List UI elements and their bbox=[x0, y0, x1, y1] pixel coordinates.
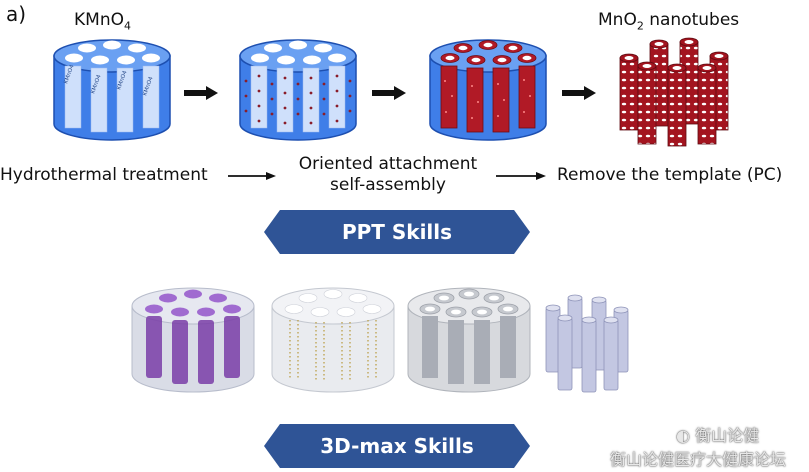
step-label-oriented: Oriented attachment self-assembly bbox=[288, 154, 488, 196]
mno2-label-prefix: MnO bbox=[598, 10, 637, 30]
arrow-right-icon bbox=[372, 86, 406, 100]
ppt-skills-label: PPT Skills bbox=[341, 220, 453, 244]
process-arrow-icon bbox=[228, 172, 276, 180]
render-nanotubes bbox=[545, 294, 629, 393]
watermark-account: ◐ 衡山论健 bbox=[676, 422, 759, 446]
step-label-oriented-line2: self-assembly bbox=[330, 175, 446, 195]
ppt-skills-banner: PPT Skills bbox=[264, 210, 530, 254]
step-label-oriented-line1: Oriented attachment bbox=[298, 154, 478, 174]
template-cylinder-filled bbox=[429, 39, 547, 141]
kmno4-label-sub: 4 bbox=[123, 19, 131, 33]
step-label-remove-template: Remove the template (PC) bbox=[557, 165, 783, 185]
arrow-right-icon bbox=[184, 86, 218, 100]
3d-max-skills-label: 3D-max Skills bbox=[320, 434, 474, 458]
3d-max-skills-banner: 3D-max Skills bbox=[264, 424, 530, 468]
mno2-label-sub: 2 bbox=[636, 19, 644, 33]
process-arrow-icon bbox=[496, 172, 546, 180]
render-cylinder-grey bbox=[407, 287, 531, 393]
render-cylinder-purple bbox=[131, 287, 255, 393]
template-cylinder-dotted bbox=[239, 39, 357, 141]
mno2-label-suffix: nanotubes bbox=[643, 10, 740, 30]
arrow-right-icon bbox=[562, 86, 596, 100]
kmno4-label-text: KMnO bbox=[74, 10, 124, 30]
kmno4-label: KMnO4 bbox=[74, 10, 131, 32]
panel-label: a) bbox=[6, 2, 27, 26]
watermark-site: 衡山论健医疗大健康论坛 bbox=[610, 450, 787, 469]
template-cylinder-kmno4: KMnO4 KMnO4 KMnO4 KMnO4 bbox=[53, 39, 171, 141]
wechat-icon: ◐ bbox=[676, 426, 690, 445]
step-label-hydrothermal: Hydrothermal treatment bbox=[0, 165, 208, 185]
render-cylinder-gold bbox=[271, 287, 395, 393]
mno2-label: MnO2 nanotubes bbox=[598, 10, 739, 32]
watermark-account-text: 衡山论健 bbox=[695, 426, 760, 445]
mno2-nanotubes bbox=[619, 37, 729, 147]
